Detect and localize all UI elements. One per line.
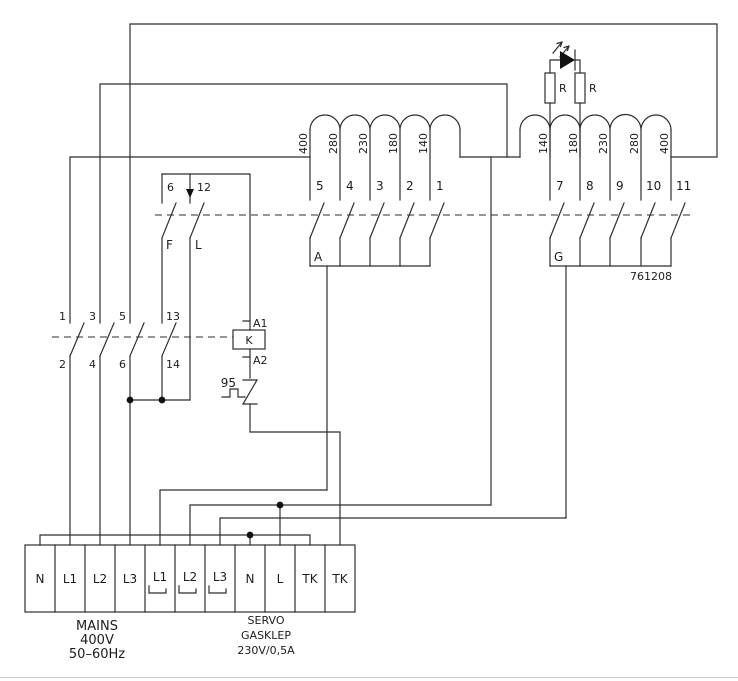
coil-terminal-ticks <box>242 320 251 358</box>
winding-g-arcs <box>519 113 672 131</box>
junction-dots <box>126 396 284 539</box>
winding-g-tap-label: 230 <box>597 133 610 154</box>
mode-contact-l: L <box>195 238 202 252</box>
terminal-label: TK <box>331 572 348 586</box>
selector-a-number: 4 <box>346 179 354 193</box>
winding-g-tap-label: 400 <box>658 133 671 154</box>
mode-switch-top-wire <box>161 173 251 331</box>
terminal-label: L3 <box>213 570 227 584</box>
winding-g-tap-label: 280 <box>628 133 641 154</box>
selector-g-out-wires <box>549 237 672 267</box>
mode-terminal-6: 6 <box>167 181 174 194</box>
selector-a-number: 1 <box>436 179 444 193</box>
wire-g-common-to-l3out <box>219 517 567 546</box>
winding-a-tap-label: 140 <box>417 133 430 154</box>
pole-number-top: 13 <box>166 310 180 323</box>
servo-caption-line2: GASKLEP <box>241 629 291 642</box>
contactor-coil-box <box>232 329 266 350</box>
terminal-label: L1 <box>63 572 77 586</box>
coil-a2-label: A2 <box>253 354 268 367</box>
terminal-label: L3 <box>123 572 137 586</box>
pole-number-bottom: 2 <box>59 358 66 371</box>
terminal-link-hooks <box>148 585 227 594</box>
resistor-left-label: R <box>559 82 567 95</box>
terminal-label: L2 <box>93 572 107 586</box>
terminal-strip-box <box>24 544 356 613</box>
terminal-label: TK <box>301 572 318 586</box>
winding-g-tap-label: 140 <box>537 133 550 154</box>
led-emission-arrows <box>552 41 570 58</box>
servo-caption-line1: SERVO <box>248 614 285 627</box>
terminal-label: L1 <box>153 570 167 584</box>
wire-12-arrowhead <box>186 189 194 198</box>
winding-a-arcs <box>309 114 461 131</box>
selector-g-number: 7 <box>556 179 564 193</box>
winding-g-legs <box>519 129 672 201</box>
wire-center-to-l2out <box>189 504 492 546</box>
selector-a-blades <box>309 202 445 239</box>
winding-a-tap-label: 280 <box>327 133 340 154</box>
wire-l1-rail <box>69 156 311 324</box>
mode-terminal-12: 12 <box>197 181 211 194</box>
terminal-label: L2 <box>183 570 197 584</box>
selector-g-number: 10 <box>646 179 661 193</box>
resistor-right-label: R <box>589 82 597 95</box>
servo-caption-line3: 230V/0,5A <box>237 644 295 657</box>
wire-neutral-bus <box>39 534 311 546</box>
thermal-contact-blade <box>242 379 258 405</box>
resistor-right <box>574 72 586 104</box>
wire-l2-rail <box>99 83 508 324</box>
part-number: 761208 <box>630 270 672 283</box>
winding-g-tap-label: 180 <box>567 133 580 154</box>
coil-a1-label: A1 <box>253 317 268 330</box>
mode-contact-f: F <box>166 238 173 252</box>
selector-g-number: 9 <box>616 179 624 193</box>
winding-a-name: A <box>314 250 323 264</box>
terminal-label: L <box>277 572 284 586</box>
terminal-dividers <box>54 544 326 613</box>
pole-number-top: 1 <box>59 310 66 323</box>
pole-number-top: 3 <box>89 310 96 323</box>
terminal-label: N <box>36 572 45 586</box>
thermal-contact-glyph <box>221 388 246 398</box>
contactor-pole-blades <box>69 322 145 357</box>
mains-caption-line3: 50–60Hz <box>69 647 125 662</box>
pole-number-top: 5 <box>119 310 126 323</box>
wire-l3-top-rail <box>129 23 718 324</box>
mode-switch-f-blade <box>161 202 177 239</box>
mains-caption-line1: MAINS <box>76 619 118 634</box>
led-triangle <box>560 51 575 69</box>
selector-a-number: 2 <box>406 179 414 193</box>
winding-a-tap-label: 180 <box>387 133 400 154</box>
pole-number-bottom: 14 <box>166 358 180 371</box>
wire-a-common-to-l1out <box>159 489 328 546</box>
thermal-contact-label: 95 <box>221 376 236 390</box>
mains-caption-line2: 400V <box>80 633 114 648</box>
selector-a-number: 3 <box>376 179 384 193</box>
winding-g-name: G <box>554 250 563 264</box>
wire-95-to-tk <box>249 403 341 546</box>
selector-g-number: 11 <box>676 179 691 193</box>
aux-contact-blade <box>161 322 177 357</box>
mode-switch-l-blade <box>189 202 205 239</box>
selector-a-number: 5 <box>316 179 324 193</box>
coil-label: K <box>245 334 253 347</box>
pole-number-bottom: 6 <box>119 358 126 371</box>
led-wires <box>549 59 581 158</box>
selector-g-number: 8 <box>586 179 594 193</box>
contactor-pole-out-wires <box>69 355 131 546</box>
terminal-label: N <box>246 572 255 586</box>
pole-number-bottom: 4 <box>89 358 96 371</box>
winding-a-tap-label: 400 <box>297 133 310 154</box>
winding-a-tap-label: 230 <box>357 133 370 154</box>
selector-g-blades <box>549 202 686 239</box>
winding-a-legs <box>309 129 461 201</box>
resistor-left <box>544 72 556 104</box>
selector-a-out-wires <box>309 237 431 267</box>
